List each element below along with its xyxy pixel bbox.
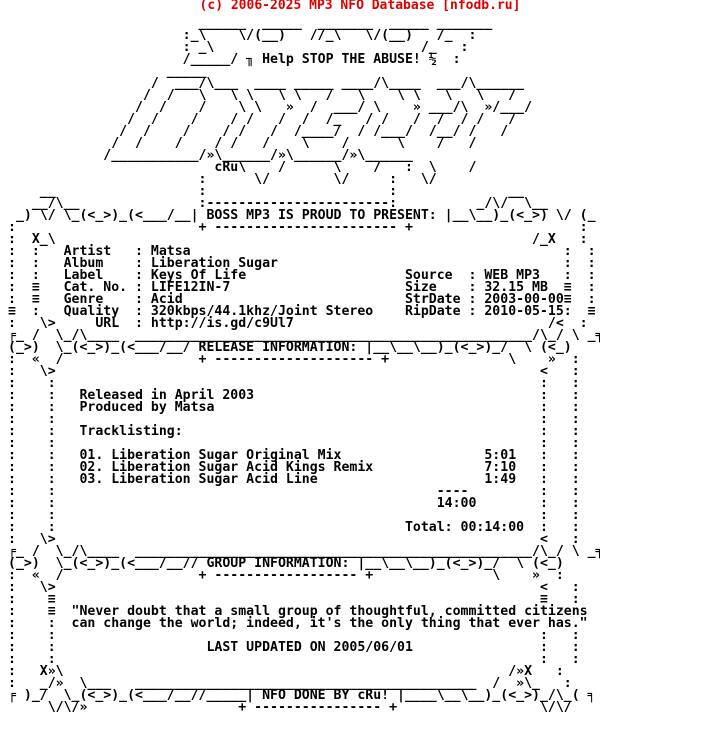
- nfo-line: : : can change the world; indeed, it's t…: [8, 616, 588, 631]
- nfo-line: : : Label : Keys Of Life Source : WEB MP…: [8, 268, 596, 283]
- nfo-line: / / / / / / /____/ / /___/ /__/ / /: [119, 124, 509, 139]
- nfo-line: : : : :: [8, 628, 580, 643]
- nfo-line: : \> < :: [8, 532, 580, 547]
- nfo-line: : : : :: [8, 436, 580, 451]
- nfo-line: _) \/ \_(<_>)_(<___/__| BOSS MP3 IS PROU…: [15, 208, 596, 223]
- nfo-line: (_>) \_(<_>)_(<___/__/ RELEASE INFORMATI…: [8, 340, 572, 355]
- nfo-line: : : : :: [8, 652, 580, 667]
- nfo-line: / / / / / / \ / \ / /: [111, 136, 477, 151]
- nfo-line: : ≡ Cat. No. : LIFE12IN-7 Size : 32.15 M…: [8, 280, 596, 295]
- nfo-line: ╒ )_/ \_(<_>)_(<___/__//_____| NFO DONE …: [8, 688, 596, 703]
- nfo-line: / / / / / / / /_ / / / / / / /: [127, 112, 517, 127]
- nfo-line: : ≡ Genre : Acid StrDate : 2003-00-00≡ :: [8, 292, 596, 307]
- nfo-line: : : Tracklisting: : :: [8, 424, 580, 439]
- nfo-line: : : Album : Liberation Sugar : :: [8, 256, 596, 271]
- nfo-line: /___________/»\______/»\______/»\______: [103, 148, 413, 163]
- nfo-line: : \> < :: [8, 364, 580, 379]
- nfo-line: (_>) \_(<_>)_(<___/__// GROUP INFORMATIO…: [8, 556, 564, 571]
- nfo-line: : « / + ------------------ + \ » :: [8, 568, 564, 583]
- nfo-line: : _\ /_ :: [182, 40, 469, 55]
- nfo-line: \/\/» + ---------------- + \/\/: [47, 700, 572, 715]
- nfo-line: : : 02. Liberation Sugar Acid Kings Remi…: [8, 460, 580, 475]
- nfo-line: : : : :: [8, 508, 580, 523]
- nfo-line: : X»\ /»X :: [8, 664, 564, 679]
- nfo-ascii-art: ______ _____ _______ _____ _______ :_\ \…: [8, 16, 603, 715]
- nfo-line: : \> URL : http://is.gd/c9Ul7 /< :: [8, 316, 588, 331]
- nfo-line: /_____/ ╖ Help STOP THE ABUSE! ½ :: [182, 52, 461, 67]
- nfo-line: : : Artist : Matsa : :: [8, 244, 596, 259]
- nfo-text: ______ _____ _______ _____ _______ :_\ \…: [8, 16, 603, 715]
- nfo-line: : : ---- : :: [8, 484, 580, 499]
- site-header: (c) 2006-2025 MP3 NFO Database [nfodb.ru…: [199, 0, 521, 13]
- nfo-line: : ≡ "Never doubt that a small group of t…: [8, 604, 588, 619]
- nfo-line: cRu\ / \ / : \ /: [214, 160, 477, 175]
- nfo-line: : X_\ /_X :: [8, 232, 588, 247]
- nfo-line: : : LAST UPDATED ON 2005/06/01 : :: [8, 640, 580, 655]
- nfo-line: : : 14:00 : :: [8, 496, 580, 511]
- nfo-line: ______ _____ _______ _____ _______: [198, 16, 493, 31]
- nfo-line: : : 03. Liberation Sugar Acid Line 1:49 …: [8, 472, 580, 487]
- nfo-line: : \/ \/ : \/: [198, 172, 437, 187]
- nfo-line: _____: [166, 64, 207, 79]
- nfo-line: : ≡ ≡ :: [8, 592, 580, 607]
- nfo-line: : « / + -------------------- + \ » :: [8, 352, 580, 367]
- nfo-line: : : Total: 00:14:00 : :: [8, 520, 580, 535]
- nfo-line: : : : :: [8, 412, 580, 427]
- nfo-line: / / \ \ \ \ \ / \ \ \ \ \ /: [142, 88, 517, 103]
- nfo-line: : + ----------------------- + :: [8, 220, 588, 235]
- nfo-line: :_\ \/(__) //_\ \/(__) /_ :: [182, 28, 477, 43]
- nfo-line: ╒_ / \_/\____ __________________________…: [8, 544, 604, 559]
- nfo-line: : : Released in April 2003 : :: [8, 388, 580, 403]
- nfo-line: : _/» \___ _____________________________…: [8, 676, 572, 691]
- nfo-line: ╒_ / \_/\____ __________________________…: [8, 328, 604, 343]
- nfo-line: : : Produced by Matsa : :: [8, 400, 580, 415]
- nfo-line: : \> < :: [8, 580, 580, 595]
- nfo-line: __ : : __: [39, 184, 525, 199]
- nfo-line: : : 01. Liberation Sugar Original Mix 5:…: [8, 448, 580, 463]
- nfo-line: ≡ : Quality : 320kbps/44.1khz/Joint Ster…: [8, 304, 596, 319]
- nfo-line: : : : :: [8, 376, 580, 391]
- nfo-line: __/\__ :-----------------------: _/\/ \_…: [31, 196, 548, 211]
- nfo-line: / / / \ \ » / ___/ \ » ___/\ »/___/: [135, 100, 533, 115]
- nfo-line: / ___/\___ ____ _____ ____/\____ ___/\__…: [150, 76, 525, 91]
